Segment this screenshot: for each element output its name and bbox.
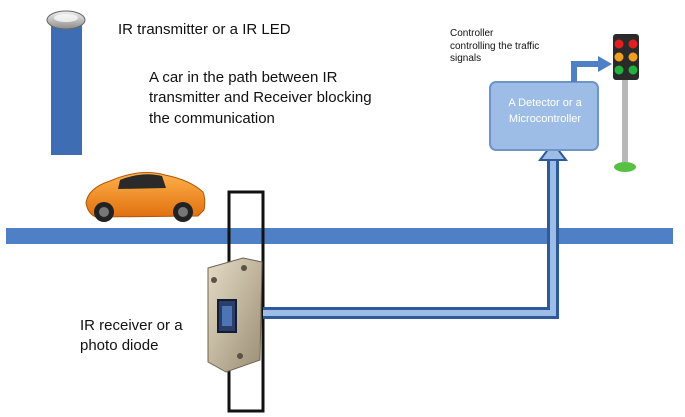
car-blocking-label: A car in the path between IR transmitter… (149, 69, 372, 127)
photodiode-icon (207, 257, 263, 373)
detector-label: A Detector or a Microcontroller (508, 97, 582, 125)
ir-transmitter-label: IR transmitter or a IR LED (118, 21, 291, 38)
detector-box (489, 81, 599, 151)
ir-receiver-label: IR receiver or a photo diode (80, 317, 183, 354)
arrow-up-icon (537, 141, 569, 161)
controller-label: Controller controlling the traffic signa… (450, 28, 540, 64)
connector-detector-to-light (571, 61, 600, 82)
car-icon (85, 172, 206, 222)
road (6, 228, 673, 244)
arrow-right-icon (598, 56, 612, 72)
ir-led-icon (46, 10, 86, 155)
traffic-light-icon (613, 34, 639, 172)
